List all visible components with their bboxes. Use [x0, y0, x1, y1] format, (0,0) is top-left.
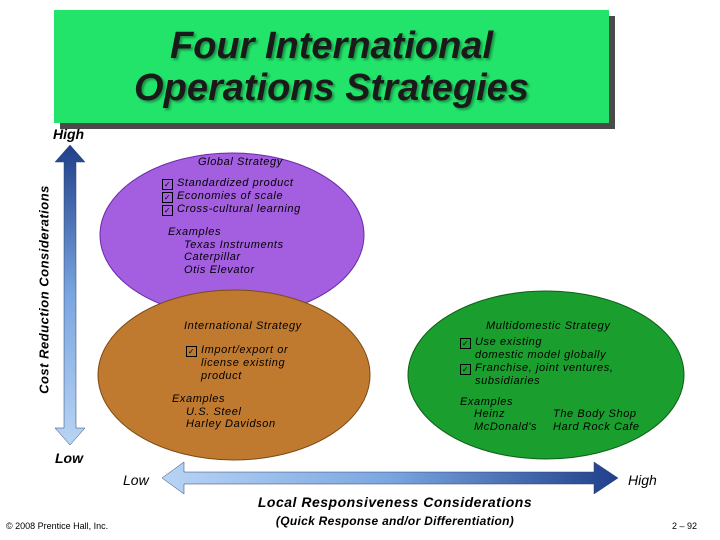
page-title: Four International Operations Strategies — [134, 25, 529, 109]
list-item-continuation: license existing — [201, 357, 286, 369]
multidomestic-strategy-list: ✓Use existing domestic model globally ✓F… — [460, 336, 614, 387]
example-item: Caterpillar — [184, 251, 241, 263]
example-item: McDonald's — [474, 420, 538, 433]
x-axis-sublabel: (Quick Response and/or Differentiation) — [275, 514, 515, 528]
international-strategy-ellipse — [97, 289, 371, 461]
checkbox-icon: ✓ — [460, 338, 471, 349]
y-axis-high-label: High — [53, 126, 85, 142]
title-box: Four International Operations Strategies — [54, 10, 609, 123]
international-strategy-title: International Strategy — [184, 320, 302, 332]
x-axis-low-label: Low — [123, 472, 149, 488]
international-examples: Examples U.S. Steel Harley Davidson — [172, 393, 276, 431]
checkbox-icon: ✓ — [162, 205, 173, 216]
multidomestic-examples: Examples — [460, 396, 513, 409]
copyright-text: © 2008 Prentice Hall, Inc. — [6, 521, 109, 531]
page-number: 2 – 92 — [672, 521, 698, 531]
list-item: ✓Standardized product — [162, 177, 294, 190]
multidomestic-examples-col1: Heinz McDonald's — [474, 408, 537, 433]
global-strategy-title: Global Strategy — [198, 156, 283, 168]
example-item: Harley Davidson — [186, 418, 276, 430]
multidomestic-strategy-ellipse — [407, 290, 685, 460]
y-axis-low-label: Low — [55, 450, 83, 466]
example-item: Texas Instruments — [184, 238, 284, 251]
international-strategy-list: ✓Import/export or license existing produ… — [186, 344, 288, 382]
global-examples: Examples Texas Instruments Caterpillar O… — [168, 226, 284, 276]
list-item: ✓Cross-cultural learning — [162, 203, 301, 216]
examples-label: Examples — [168, 226, 222, 238]
checkbox-icon: ✓ — [460, 363, 471, 375]
y-axis-label: Cost Reduction Considerations — [36, 185, 52, 394]
examples-label: Examples — [172, 393, 226, 405]
example-item: Hard Rock Cafe — [553, 420, 640, 433]
list-item: ✓Use existing — [460, 336, 543, 349]
examples-label: Examples — [460, 396, 514, 408]
list-item-continuation: product — [201, 369, 242, 382]
example-item: Otis Elevator — [184, 263, 255, 276]
checkbox-icon: ✓ — [162, 192, 173, 203]
list-item-continuation: domestic model globally — [475, 349, 607, 361]
horizontal-axis-arrow — [161, 461, 619, 495]
example-item: The Body Shop — [553, 408, 637, 420]
checkbox-icon: ✓ — [162, 179, 173, 190]
vertical-axis-arrow — [54, 144, 86, 446]
global-strategy-list: ✓Standardized product ✓Economies of scal… — [162, 177, 301, 216]
x-axis-high-label: High — [628, 472, 657, 488]
multidomestic-strategy-title: Multidomestic Strategy — [486, 320, 611, 332]
checkbox-icon: ✓ — [186, 346, 197, 357]
multidomestic-examples-col2: The Body Shop Hard Rock Cafe — [553, 408, 640, 433]
example-item: U.S. Steel — [186, 405, 242, 418]
title-line-2: Operations Strategies — [134, 66, 529, 109]
x-axis-label: Local Responsiveness Considerations — [257, 494, 533, 510]
list-item: ✓Franchise, joint ventures, — [460, 361, 614, 375]
list-item: ✓Economies of scale — [162, 190, 284, 203]
title-line-1: Four International — [170, 24, 493, 67]
list-item-continuation: subsidiaries — [475, 374, 541, 387]
example-item: Heinz — [474, 408, 506, 420]
list-item: ✓Import/export or — [186, 344, 289, 357]
